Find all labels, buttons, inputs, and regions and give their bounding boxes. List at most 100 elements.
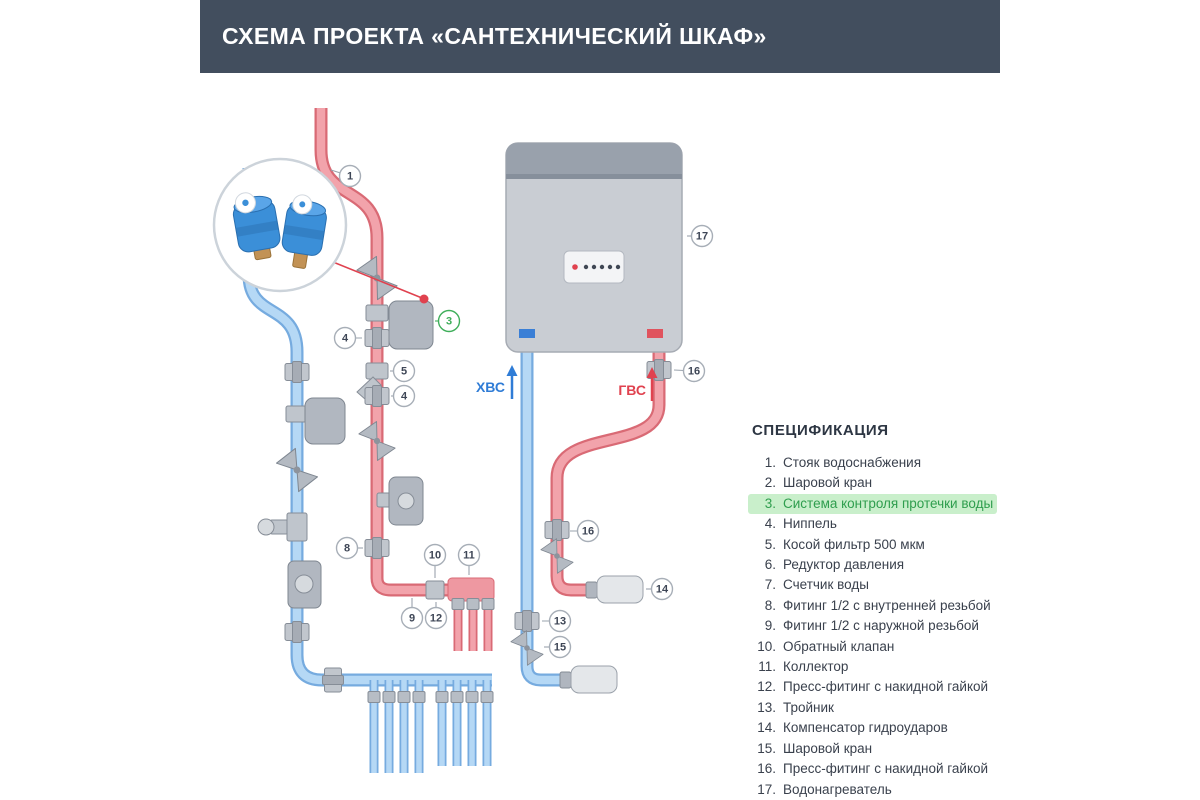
spec-item: 6.Редуктор давления [748, 555, 908, 575]
spec-item-number: 8. [764, 597, 776, 613]
press-fitting [481, 598, 495, 610]
spec-item: 10. Обратный клапан [748, 637, 898, 657]
spec-item: 4.Ниппель [748, 514, 841, 534]
spec-item: 7. Счетчик воды [748, 575, 873, 595]
spec-item-number: 10. [757, 638, 776, 654]
svg-text:17: 17 [696, 231, 708, 243]
callout-3: 3 [435, 309, 461, 333]
svg-text:5: 5 [401, 366, 407, 378]
spec-item-label: Редуктор давления [783, 557, 905, 573]
press-fitting [412, 691, 426, 703]
callout-4: 4 [333, 326, 362, 350]
spec-item: 5.Косой фильтр 500 мкм [748, 535, 929, 555]
spec-item-label: Пресс-фитинг с накидной гайкой [783, 761, 989, 777]
spec-item-label: Счетчик воды [783, 577, 869, 593]
spec-item-number: 3. [764, 495, 776, 511]
spec-item: 8.Фитинг 1/2 с внутренней резьбой [748, 596, 995, 616]
ball-valve [510, 630, 544, 666]
pressure-gauge [257, 518, 275, 536]
water-heater [505, 142, 683, 353]
spec-item-label: Пресс-фитинг с накидной гайкой [783, 679, 989, 695]
callout-17: 17 [687, 224, 714, 248]
svg-text:8: 8 [344, 543, 350, 555]
callout-9: 9 [400, 598, 424, 630]
threaded-fitting [364, 537, 390, 559]
spec-item-label: Шаровой кран [783, 475, 873, 491]
svg-text:10: 10 [429, 550, 441, 562]
spec-item-label: Водонагреватель [783, 781, 892, 797]
cold-flow-arrow [506, 365, 518, 376]
heater-cold-port-mark [519, 329, 535, 338]
nipple-fitting [364, 327, 390, 349]
spec-item-label: Косой фильтр 500 мкм [783, 536, 925, 552]
water-hammer-arrestor [570, 665, 618, 694]
spec-item-label: Фитинг 1/2 с наружной резьбой [783, 618, 979, 634]
spec-item-label: Стояк водоснабжения [783, 455, 922, 470]
ball-valve [540, 538, 574, 574]
callout-10: 10 [423, 543, 447, 578]
press-fitting [480, 691, 494, 703]
leak-control-actuator-hot [388, 300, 434, 350]
callout-1: 1 [330, 164, 362, 188]
flow-labels: ХВС ГВС [476, 365, 658, 401]
union-fitting [284, 621, 310, 643]
strainer-filter [365, 362, 389, 380]
callout-14: 14 [646, 577, 674, 601]
svg-text:15: 15 [554, 642, 566, 654]
spec-item-number: 13. [757, 699, 776, 715]
press-fitting [466, 598, 480, 610]
spec-item: 13. Тройник [748, 698, 838, 718]
spec-item: 15.Шаровой кран [748, 739, 876, 759]
spec-title: СПЕЦИФИКАЦИЯ [752, 422, 889, 439]
callout-8: 8 [335, 536, 363, 560]
union-fitting [284, 361, 310, 383]
spec-item-number: 11. [758, 659, 776, 675]
spec-item: 2.Шаровой кран [748, 473, 876, 493]
press-fitting [450, 691, 464, 703]
spec-item-number: 7. [764, 577, 776, 593]
press-fitting [397, 691, 411, 703]
cold-supply-label: ХВС [476, 379, 505, 395]
spec-item: 14.Компенсатор гидроударов [748, 718, 952, 738]
press-fitting [367, 691, 381, 703]
svg-text:4: 4 [342, 333, 349, 345]
cross-fitting [286, 512, 308, 542]
spec-item: 3. Система контроля протечки воды [748, 493, 998, 515]
press-fitting [435, 691, 449, 703]
compensator-nut [559, 671, 572, 689]
spec-item: 1.Стояк водоснабжения [748, 453, 925, 473]
spec-item-label: Система контроля протечки воды [783, 495, 994, 511]
spec-item-number: 4. [764, 516, 776, 532]
hot-supply-label: ГВС [618, 382, 646, 398]
svg-text:16: 16 [582, 526, 594, 538]
callout-15: 15 [544, 635, 572, 659]
spec-item: 17. Водонагреватель [748, 780, 896, 800]
spec-item-number: 17. [757, 781, 776, 797]
cold-water-pipes [242, 168, 562, 773]
press-fitting [451, 598, 465, 610]
spec-item-number: 15. [757, 740, 776, 756]
spec-item: 11. Коллектор [748, 657, 852, 677]
svg-text:16: 16 [688, 366, 700, 378]
svg-text:13: 13 [554, 616, 566, 628]
callout-5: 5 [390, 359, 416, 383]
spec-item-label: Тройник [783, 699, 834, 715]
callout-13: 13 [542, 609, 572, 633]
spec-item-label: Обратный клапан [783, 638, 895, 654]
leak-valve-device [281, 194, 327, 269]
svg-text:11: 11 [463, 550, 475, 562]
callout-16: 16 [673, 359, 706, 383]
compensator-nut [585, 581, 598, 599]
heater-hot-port-mark [647, 329, 663, 338]
callout-4: 4 [391, 384, 416, 408]
press-fitting [465, 691, 479, 703]
spec-item: 12.Пресс-фитинг с накидной гайкой [748, 677, 992, 697]
leak-control-actuator-cold [304, 397, 346, 445]
spec-item-label: Коллектор [783, 659, 849, 675]
callout-11: 11 [457, 543, 481, 575]
spec-item-number: 9. [764, 618, 776, 634]
